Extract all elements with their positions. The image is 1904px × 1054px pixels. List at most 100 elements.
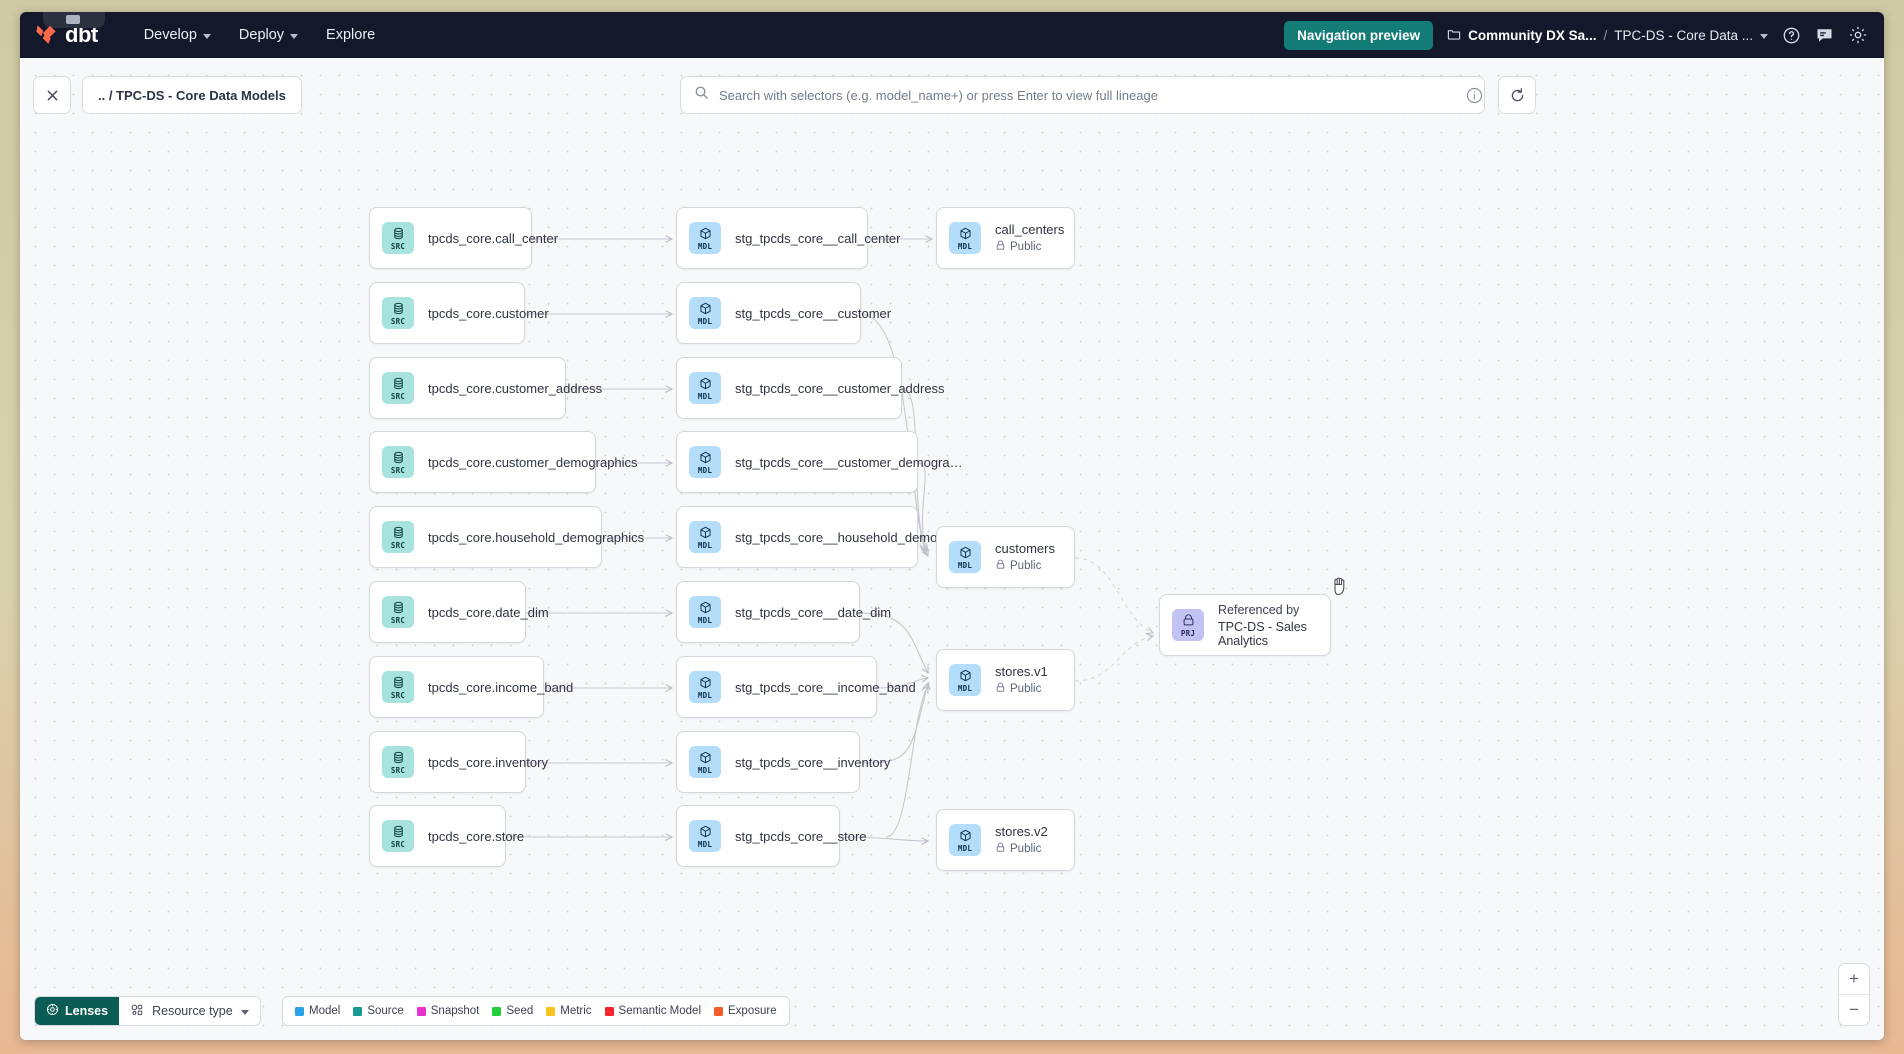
legend-item: Exposure	[714, 1005, 777, 1017]
lineage-breadcrumb[interactable]: .. / TPC-DS - Core Data Models	[82, 76, 302, 114]
node-label: stg_tpcds_core__household_demogr…	[735, 529, 962, 545]
zoom-in-button[interactable]: +	[1849, 969, 1859, 988]
legend-item: Seed	[492, 1005, 533, 1017]
node-access-label: Public	[1010, 843, 1042, 855]
node-type-label: SRC	[390, 765, 406, 775]
database-icon	[392, 451, 405, 464]
database-icon	[392, 825, 405, 838]
search-placeholder: Search with selectors (e.g. model_name+)…	[719, 87, 1158, 103]
node-type-label: MDL	[697, 839, 713, 849]
node-label: stg_tpcds_core__inventory	[735, 754, 891, 770]
legend-label: Metric	[560, 1005, 592, 1017]
node-label: tpcds_core.store	[428, 828, 525, 844]
lenses-button[interactable]: Lenses	[35, 997, 120, 1025]
help-circle-icon[interactable]	[1782, 26, 1801, 45]
legend-swatch	[492, 1006, 502, 1016]
chevron-down-icon	[202, 33, 211, 39]
legend-label: Exposure	[728, 1005, 777, 1017]
nav-item-deploy[interactable]: Deploy	[239, 27, 299, 43]
info-icon[interactable]	[1463, 84, 1485, 106]
legend-swatch	[604, 1006, 614, 1016]
node-type-badge-mdl: MDL	[949, 664, 981, 696]
legend-item: Model	[295, 1005, 340, 1017]
node-label: stg_tpcds_core__date_dim	[735, 604, 892, 620]
node-type-badge-mdl: MDL	[689, 746, 721, 778]
resource-type-label: Resource type	[152, 1004, 233, 1018]
cube-icon	[959, 227, 972, 240]
node-label: stores.v1	[995, 664, 1048, 679]
lineage-node-staging[interactable]: MDL stg_tpcds_core__household_demogr…	[676, 506, 962, 568]
nav-item-develop[interactable]: Develop	[144, 27, 211, 43]
resource-type-icon	[130, 1003, 144, 1020]
node-type-badge-src: SRC	[382, 596, 414, 628]
node-type-badge-src: SRC	[382, 222, 414, 254]
app-window: dbt Develop Deploy Explore Navigation pr…	[20, 12, 1884, 1040]
breadcrumb-separator: /	[1603, 27, 1608, 43]
node-type-label: MDL	[697, 316, 713, 326]
legend-swatch	[295, 1006, 304, 1016]
lineage-node-staging[interactable]: MDL stg_tpcds_core__inventory	[676, 731, 890, 793]
cube-icon	[699, 825, 712, 838]
node-type-label: SRC	[390, 241, 406, 251]
chevron-down-icon[interactable]	[1760, 33, 1768, 39]
node-type-label: SRC	[390, 540, 406, 550]
cube-icon	[699, 526, 712, 539]
zoom-out-button[interactable]: −	[1849, 1000, 1859, 1019]
node-type-label: MDL	[697, 540, 713, 550]
resource-type-dropdown[interactable]: Resource type	[119, 997, 260, 1025]
nav-item-explore[interactable]: Explore	[326, 27, 375, 43]
node-type-label: MDL	[957, 683, 973, 693]
node-access-label: Public	[1010, 683, 1042, 695]
node-label: stg_tpcds_core__customer_demogra…	[735, 454, 963, 470]
cube-icon	[699, 751, 712, 764]
node-type-label: SRC	[390, 391, 406, 401]
node-type-label: MDL	[957, 241, 973, 251]
gear-icon[interactable]	[1848, 25, 1868, 45]
legend-item: Semantic Model	[604, 1005, 701, 1017]
node-type-label: PRJ	[1180, 628, 1196, 638]
lineage-search-input[interactable]: Search with selectors (e.g. model_name+)…	[680, 76, 1485, 114]
refresh-button[interactable]	[1498, 76, 1536, 114]
node-label: stores.v2	[995, 824, 1048, 839]
cube-icon	[699, 377, 712, 390]
node-label: stg_tpcds_core__customer_address	[735, 380, 945, 396]
account-name[interactable]: Community DX Sa...	[1468, 27, 1597, 43]
legend-swatch	[353, 1006, 363, 1016]
lenses-label: Lenses	[65, 1004, 109, 1018]
close-lineage-button[interactable]	[33, 76, 71, 114]
feedback-icon[interactable]	[1815, 26, 1834, 45]
legend-label: Snapshot	[430, 1005, 480, 1017]
project-name[interactable]: TPC-DS - Core Data ...	[1614, 27, 1753, 43]
lenses-icon	[46, 1003, 59, 1019]
node-type-badge-mdl: MDL	[689, 820, 721, 852]
legend-swatch	[416, 1006, 426, 1016]
navigation-preview-button[interactable]: Navigation preview	[1284, 20, 1434, 50]
database-icon	[392, 751, 405, 764]
node-type-badge-mdl: MDL	[689, 521, 721, 553]
account-breadcrumb: Community DX Sa... / TPC-DS - Core Data …	[1447, 27, 1768, 44]
node-type-badge-mdl: MDL	[689, 671, 721, 703]
